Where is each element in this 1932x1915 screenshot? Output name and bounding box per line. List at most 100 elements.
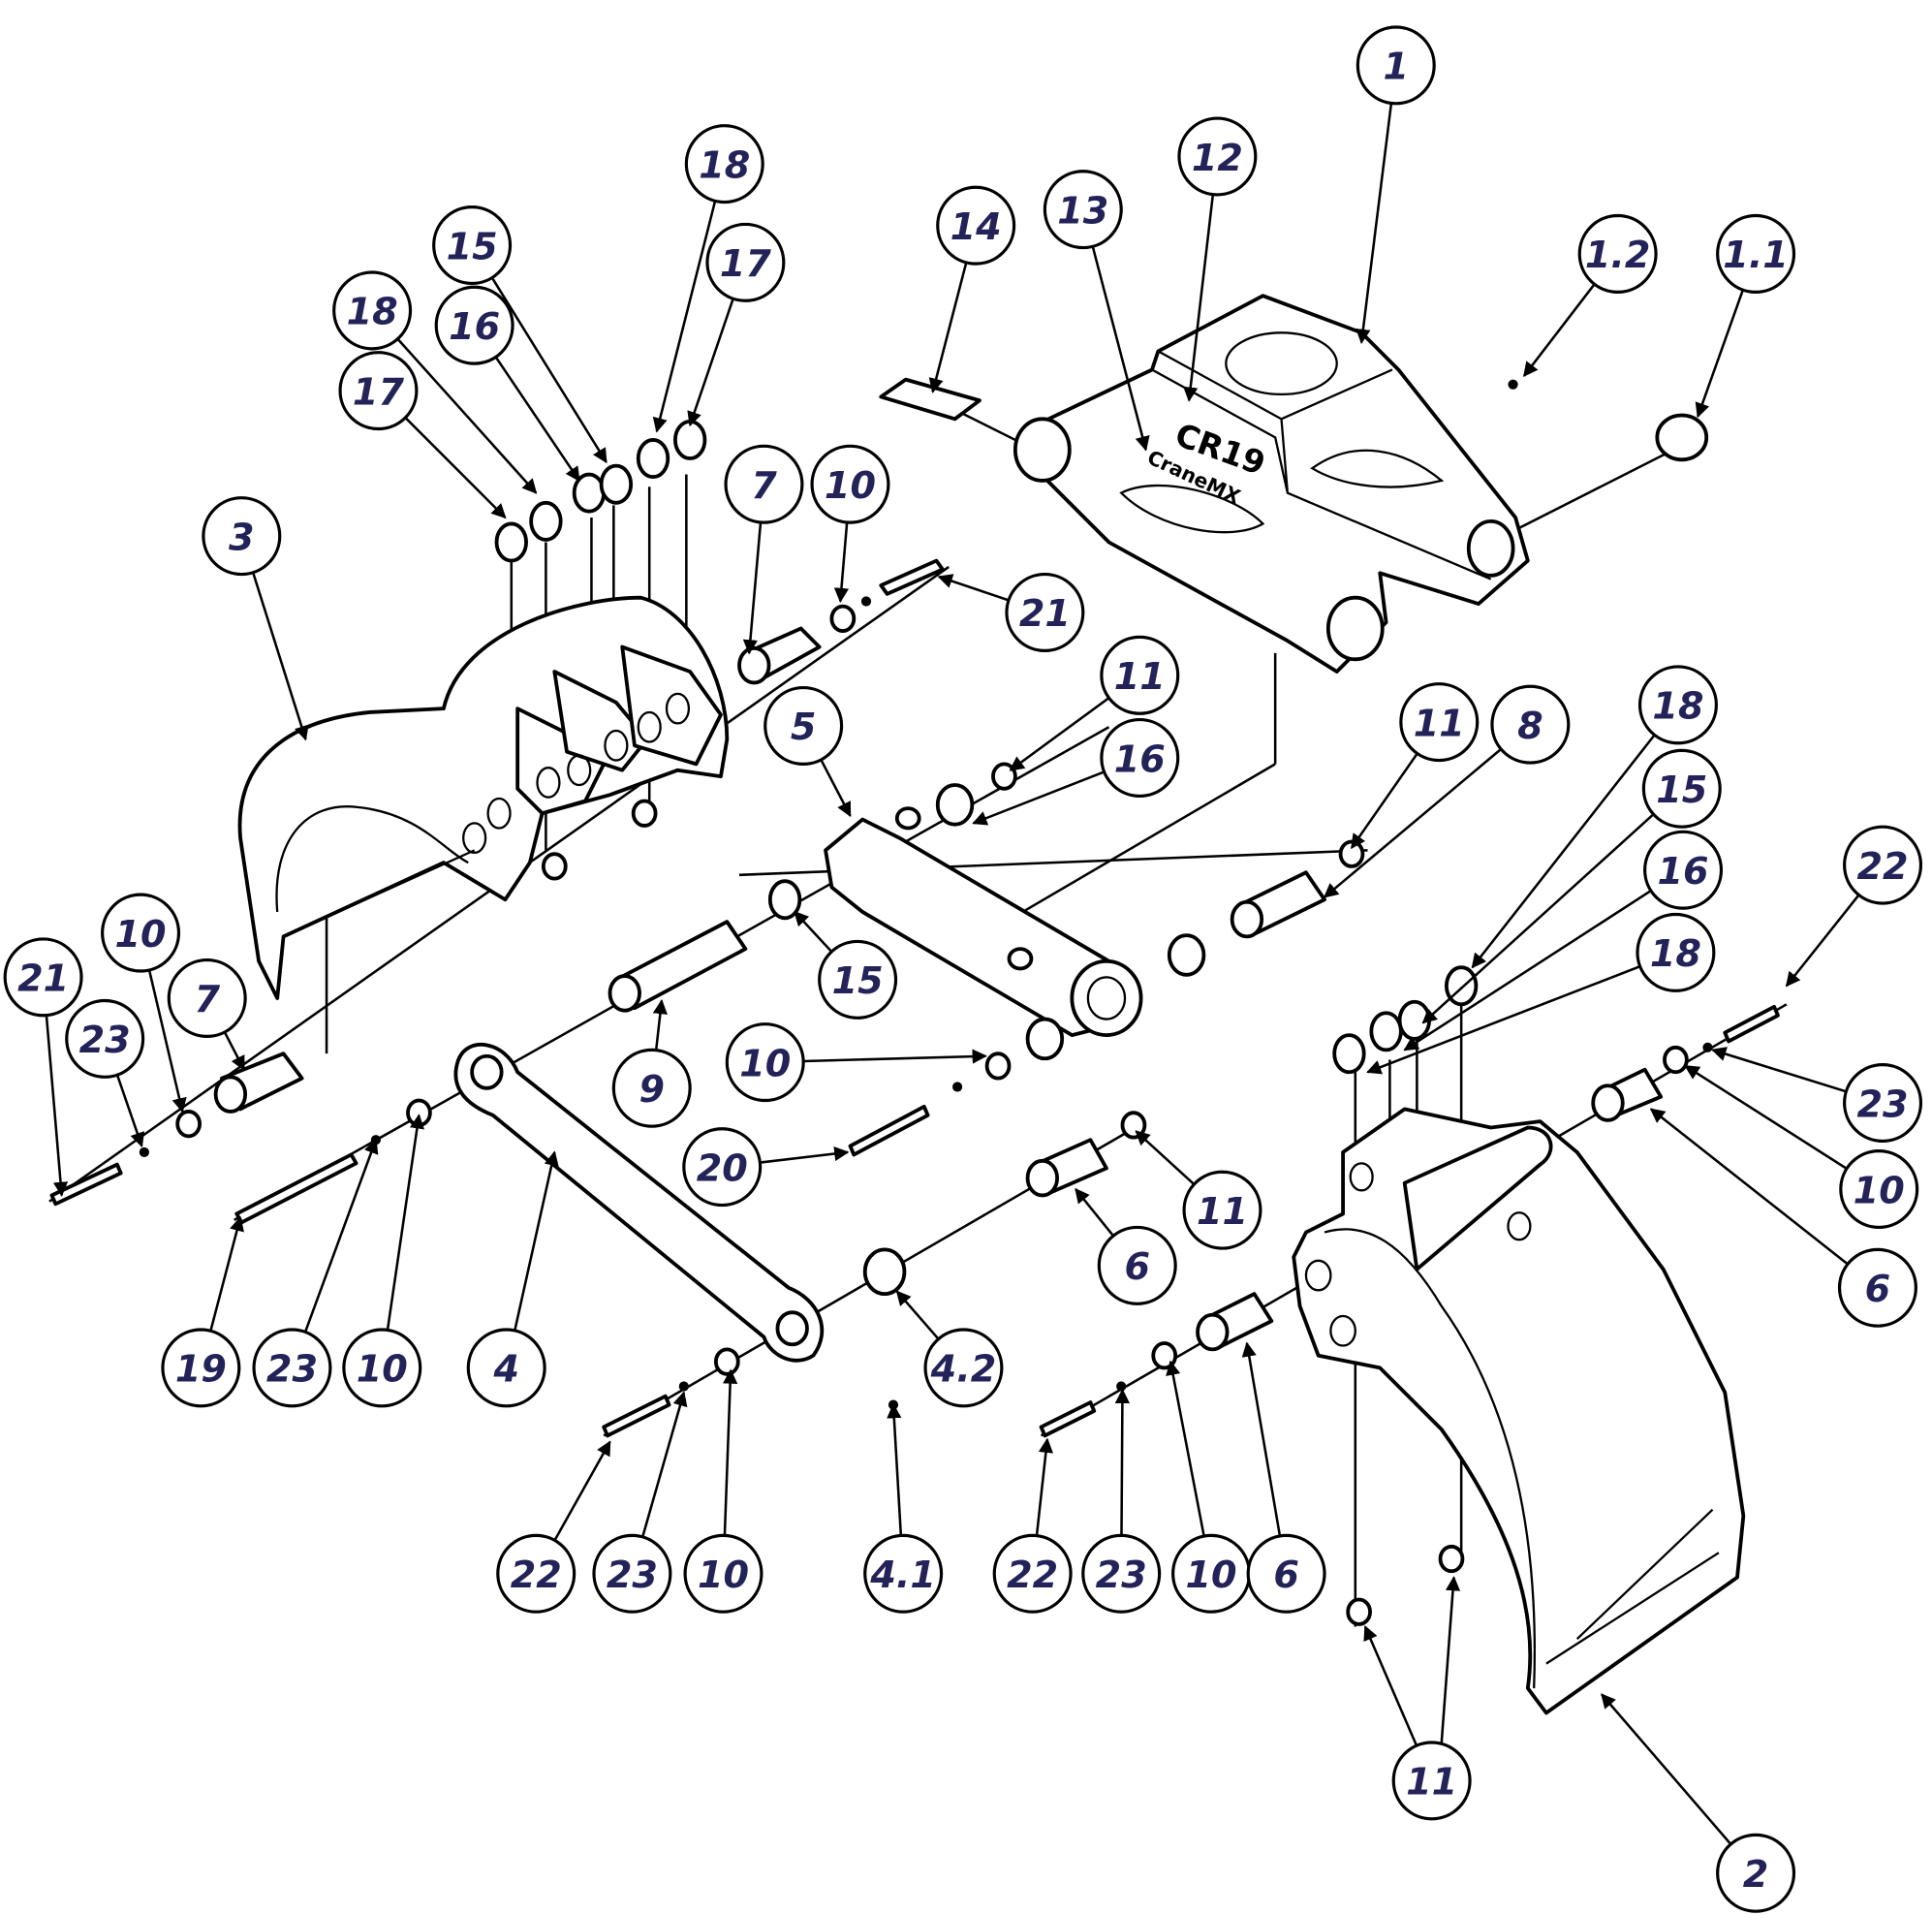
callout-18: 18 xyxy=(652,124,764,433)
part-4-link xyxy=(453,1043,825,1363)
leader-line xyxy=(652,201,717,433)
part-3-left-arm xyxy=(237,595,730,1000)
balloon-circle xyxy=(1391,1741,1472,1821)
callout-label: 11 xyxy=(1114,655,1166,698)
callout-label: 5 xyxy=(791,706,817,748)
leader-line xyxy=(1166,1360,1205,1537)
leader-line xyxy=(514,1150,559,1332)
balloon-circle xyxy=(65,998,145,1079)
balloon-circle xyxy=(496,1533,576,1614)
callout-6: 6 xyxy=(1075,1187,1177,1305)
callout-22: 22 xyxy=(992,1437,1073,1614)
balloon-circle xyxy=(923,1328,1004,1408)
callout-label: 16 xyxy=(1114,738,1166,780)
callout-21: 21 xyxy=(937,572,1085,652)
leader-line xyxy=(1523,283,1596,378)
callout-6: 6 xyxy=(1649,1108,1917,1328)
balloon-circle xyxy=(1246,1533,1326,1614)
callout-10: 10 xyxy=(101,893,187,1114)
callout-5: 5 xyxy=(763,685,852,818)
balloon-circle xyxy=(466,1328,546,1408)
balloon-circle xyxy=(434,285,514,365)
callout-label: 11 xyxy=(1406,1761,1457,1804)
callout-label: 7 xyxy=(751,464,777,507)
callout-label: 22 xyxy=(511,1554,562,1596)
leader-line xyxy=(641,1391,688,1538)
balloon-circle xyxy=(1490,684,1571,765)
balloon-circle xyxy=(1839,1149,1919,1230)
callout-label: 23 xyxy=(1857,1083,1909,1125)
callout-23: 23 xyxy=(252,1138,379,1408)
callout-label: 10 xyxy=(357,1348,408,1391)
leader-line xyxy=(1035,1437,1054,1536)
leader-line xyxy=(1471,734,1656,969)
leader-line xyxy=(396,337,538,494)
leader-line xyxy=(1711,1047,1847,1093)
callout-10: 10 xyxy=(683,1368,763,1614)
leader-line xyxy=(209,1215,244,1332)
balloon-circle xyxy=(1577,213,1658,294)
balloon-circle xyxy=(252,1328,332,1408)
leader-line xyxy=(687,298,734,427)
callout-label: 9 xyxy=(639,1068,665,1111)
callout-label: 23 xyxy=(607,1554,658,1596)
callout-3: 3 xyxy=(202,496,309,741)
callout-label: 15 xyxy=(832,959,884,1002)
callout-label: 23 xyxy=(79,1019,131,1061)
callout-16: 16 xyxy=(972,718,1180,826)
leader-line xyxy=(972,770,1106,826)
callout-13: 13 xyxy=(1043,170,1150,452)
leader-line xyxy=(223,1031,245,1072)
callout-label: 10 xyxy=(115,913,167,956)
leader-line xyxy=(760,1146,850,1164)
leader-line xyxy=(386,1114,424,1331)
balloon-circle xyxy=(936,185,1016,266)
balloon-circle xyxy=(1637,665,1718,745)
balloon-circle xyxy=(1843,825,1923,905)
leader-line xyxy=(494,356,580,483)
callout-15: 15 xyxy=(1421,748,1722,1024)
balloon-circle xyxy=(818,939,898,1020)
leader-line xyxy=(1684,1064,1848,1170)
callout-label: 16 xyxy=(1658,850,1709,893)
callout-label: 18 xyxy=(1652,685,1703,728)
balloon-circle xyxy=(3,937,83,1018)
balloon-circle xyxy=(810,444,890,524)
part-4-2-bushing xyxy=(862,1247,907,1297)
callout-label: 23 xyxy=(1096,1554,1147,1596)
callout-16: 16 xyxy=(434,285,580,483)
balloon-circle xyxy=(1005,572,1085,652)
leader-line xyxy=(1440,1576,1461,1743)
callout-1-1: 1.1 xyxy=(1695,213,1796,419)
callout-22: 22 xyxy=(496,1440,611,1614)
callout-label: 6 xyxy=(1273,1554,1299,1596)
leader-line xyxy=(1403,890,1652,1052)
callout-11: 11 xyxy=(1009,635,1180,771)
leader-line xyxy=(1695,289,1745,419)
balloon-circle xyxy=(161,1328,241,1408)
balloon-circle xyxy=(101,893,181,973)
balloon-circle xyxy=(1177,116,1258,197)
leader-line xyxy=(553,1440,611,1542)
leader-line xyxy=(895,1290,940,1340)
callout-6: 6 xyxy=(1241,1341,1326,1614)
callout-label: 10 xyxy=(698,1554,749,1596)
callout-14: 14 xyxy=(928,185,1016,393)
callout-23: 23 xyxy=(1081,1388,1162,1614)
callout-15: 15 xyxy=(432,205,608,464)
bolts xyxy=(49,558,1780,1438)
leader-line xyxy=(1241,1341,1282,1537)
balloon-circle xyxy=(1100,718,1180,799)
callout-label: 10 xyxy=(1186,1554,1237,1596)
bushings xyxy=(213,626,1664,1352)
balloon-circle xyxy=(332,270,413,351)
callout-23: 23 xyxy=(65,998,145,1147)
washers-and-seals xyxy=(494,419,1479,1075)
callout-7: 7 xyxy=(724,444,804,655)
part-14-decal xyxy=(879,377,982,422)
part-1-2-grease-nipple xyxy=(1508,379,1518,390)
callout-label: 1.2 xyxy=(1585,234,1651,276)
balloon-circle xyxy=(725,1022,805,1103)
balloon-circle xyxy=(684,124,764,204)
balloon-circle xyxy=(1636,912,1716,992)
